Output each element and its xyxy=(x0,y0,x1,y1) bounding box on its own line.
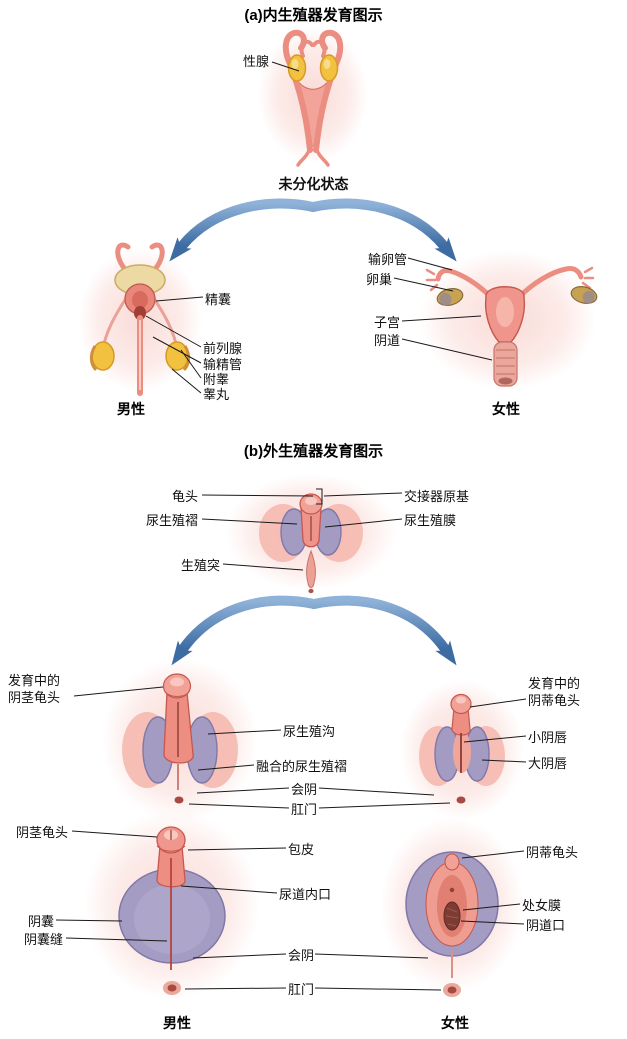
illustration-undifferentiated-gonads xyxy=(258,27,368,167)
urogenital-membrane-label: 尿生殖膜 xyxy=(404,513,457,528)
anus-middle-label: 肛门 xyxy=(291,802,318,817)
illustration-middle-male-external xyxy=(102,658,258,822)
illustration-middle-female-external xyxy=(400,680,524,820)
glans-label: 龟头 xyxy=(172,489,199,504)
seminal-vesicle-label: 精囊 xyxy=(205,292,232,307)
urogenital-groove-label: 尿生殖沟 xyxy=(283,724,336,739)
section-a-title: (a)内生殖器发育图示 xyxy=(244,7,383,24)
hymen-label: 处女膜 xyxy=(522,898,562,913)
illustration-female-internal xyxy=(420,250,598,390)
illustration-late-female-external xyxy=(380,817,524,997)
scrotal-raphe-label: 阴囊缝 xyxy=(24,932,64,947)
copulatory-primordium-label: 交接器原基 xyxy=(404,489,470,504)
vagina-label: 阴道 xyxy=(374,333,401,348)
epididymis-label: 附睾 xyxy=(203,372,230,387)
glans-penis-label: 阴茎龟头 xyxy=(16,825,69,840)
uterus-label: 子宫 xyxy=(374,315,401,330)
leader-lines xyxy=(55,61,527,991)
ovary-label: 卵巢 xyxy=(366,272,393,287)
female-internal-caption: 女性 xyxy=(492,401,520,417)
branch-arrow-external xyxy=(171,595,457,666)
testis-label: 睾丸 xyxy=(203,387,230,402)
developing-glans-clitoris-label: 发育中的 阴蒂龟头 xyxy=(528,676,581,709)
illustration-early-external xyxy=(225,474,397,594)
gonad-label: 性腺 xyxy=(243,54,270,69)
perineum-middle-label: 会阴 xyxy=(291,782,318,797)
labia-minora-label: 小阴唇 xyxy=(528,730,568,745)
anus-late-label: 肛门 xyxy=(288,982,315,997)
developing-glans-penis-label: 发育中的 阴茎龟头 xyxy=(8,673,61,706)
fused-urogenital-folds-label: 融合的尿生殖褶 xyxy=(256,759,348,774)
prostate-label: 前列腺 xyxy=(203,341,243,356)
illustration-late-male-external xyxy=(84,810,260,1000)
undifferentiated-label: 未分化状态 xyxy=(278,176,349,192)
urethral-opening-label: 尿道内口 xyxy=(279,887,332,902)
female-external-caption: 女性 xyxy=(441,1015,469,1031)
genital-tubercle-label: 生殖突 xyxy=(181,558,221,573)
illustration-male-internal xyxy=(78,242,202,396)
urogenital-fold-label: 尿生殖褶 xyxy=(146,513,199,528)
male-external-caption: 男性 xyxy=(163,1015,191,1031)
labia-majora-label: 大阴唇 xyxy=(528,756,568,771)
male-internal-caption: 男性 xyxy=(117,401,145,417)
fallopian-tube-label: 输卵管 xyxy=(368,252,408,267)
vas-deferens-label: 输精管 xyxy=(203,357,243,372)
section-b-title: (b)外生殖器发育图示 xyxy=(243,443,384,460)
scrotum-label: 阴囊 xyxy=(28,914,55,929)
vaginal-opening-label: 阴道口 xyxy=(526,918,566,933)
glans-clitoris-label: 阴蒂龟头 xyxy=(526,845,579,860)
branch-arrow-internal xyxy=(169,198,457,262)
perineum-late-label: 会阴 xyxy=(288,948,315,963)
prepuce-label: 包皮 xyxy=(288,842,315,857)
